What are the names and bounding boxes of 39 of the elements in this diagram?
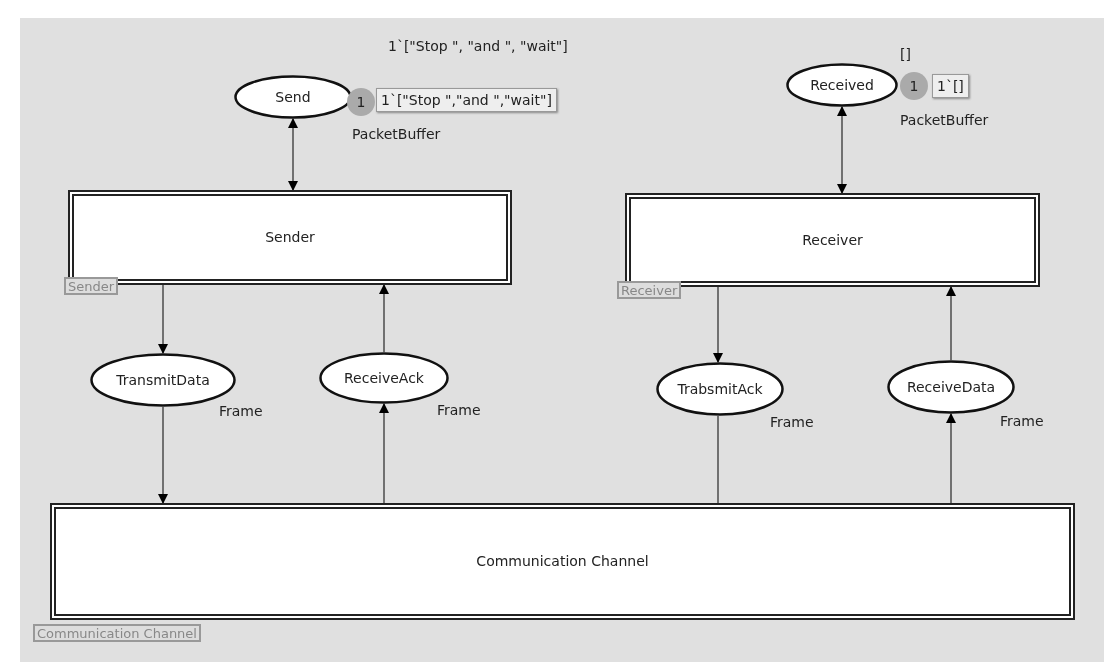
place-ellipse [887, 360, 1015, 414]
arc-arrow [713, 286, 723, 363]
substitution-transition-box [625, 193, 1040, 287]
subpage-tag: Communication Channel [33, 624, 201, 642]
arc-arrow [837, 106, 847, 194]
place-ellipse [656, 362, 784, 416]
inscription-label: PacketBuffer [900, 111, 989, 130]
arc-arrow [158, 406, 168, 504]
place-ellipse [319, 352, 449, 404]
node-label: TrabsmitAck [677, 379, 763, 399]
arc-arrow [288, 118, 298, 191]
arc-arrow [379, 284, 389, 353]
substitution-transition-box [50, 503, 1075, 620]
node-label: Sender [265, 228, 315, 247]
place-ellipse [234, 75, 352, 119]
place-ellipse [786, 63, 898, 107]
subpage-tag: Sender [64, 277, 119, 295]
arc-arrow [946, 413, 956, 504]
node-label: Received [810, 75, 874, 95]
node-label: Receiver [802, 230, 863, 250]
node-label: TransmitData [116, 370, 210, 390]
inscription-label: Frame [219, 402, 263, 421]
inscription-label: Frame [1000, 412, 1044, 431]
subpage-tag: Receiver [617, 281, 682, 299]
arc-arrow [158, 284, 168, 354]
inscription-label: 1`["Stop ", "and ", "wait"] [388, 37, 568, 56]
inscription-label: Frame [437, 401, 481, 420]
arc-arrow [946, 286, 956, 361]
inscription-label: [] [900, 45, 911, 64]
inscription-label: Frame [770, 413, 814, 432]
inscription-label: PacketBuffer [352, 125, 441, 144]
arc-arrow [379, 403, 389, 504]
marking-label: 1`[] [932, 74, 969, 98]
node-label: ReceiveAck [344, 368, 424, 388]
marking-label: 1`["Stop ","and ","wait"] [376, 88, 557, 112]
node-label: Communication Channel [476, 552, 649, 571]
node-label: Send [275, 87, 311, 107]
place-ellipse [90, 353, 236, 407]
node-label: ReceiveData [906, 377, 996, 397]
